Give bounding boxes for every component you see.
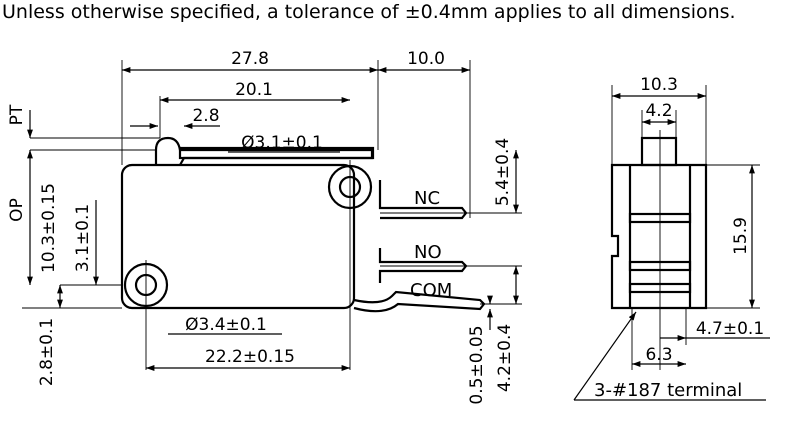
tolerance-note: Unless otherwise specified, a tolerance … <box>2 1 736 23</box>
dim-com-terminal-height: 4.2±0.4 <box>495 324 515 392</box>
dim-lower-hole-height: 3.1±0.1 <box>73 204 93 272</box>
dim-terminal-offset: 4.7±0.1 <box>696 319 764 339</box>
dim-plunger-width: 4.2 <box>645 101 672 121</box>
dim-lever-extension: 10.0 <box>407 49 445 69</box>
dim-lower-hole-offset: 2.8±0.1 <box>37 318 57 386</box>
dim-nc-terminal-height: 5.4±0.4 <box>493 138 513 206</box>
lever-arm <box>178 146 375 160</box>
dim-lever-thickness: 2.8 <box>192 106 219 126</box>
dim-upper-hole-diameter: Ø3.1±0.1 <box>241 133 323 153</box>
com-terminal <box>353 290 486 313</box>
nc-terminal <box>378 180 468 220</box>
dim-op: OP <box>7 198 27 222</box>
dim-op-height: 10.3±0.15 <box>39 183 59 273</box>
label-com: COM <box>410 280 452 301</box>
dim-side-width: 10.3 <box>640 75 678 95</box>
dim-side-height: 15.9 <box>731 217 751 255</box>
actuator-lever <box>154 136 374 166</box>
dim-overall-length: 27.8 <box>231 49 269 69</box>
side-view: 10.3 4.2 15.9 4.7±0.1 6.3 3-#187 termina… <box>573 75 770 401</box>
dim-com-terminal-offset: 0.5±0.05 <box>467 325 487 404</box>
label-no: NO <box>414 242 442 263</box>
dim-hole-spacing: 22.2±0.15 <box>205 347 295 367</box>
dim-terminal-pitch: 6.3 <box>645 345 672 365</box>
plunger <box>640 136 678 167</box>
dim-lower-hole-diameter: Ø3.4±0.1 <box>185 315 267 335</box>
side-body <box>610 163 708 310</box>
terminal-callout: 3-#187 terminal <box>594 380 742 401</box>
label-nc: NC <box>414 188 440 209</box>
dim-upper-hole-position: 20.1 <box>235 80 273 100</box>
front-view: 27.8 10.0 20.1 2.8 Ø3.1±0.1 PT OP 10.3±0… <box>7 49 522 405</box>
dim-pt: PT <box>7 104 27 125</box>
switch-body <box>120 163 356 310</box>
